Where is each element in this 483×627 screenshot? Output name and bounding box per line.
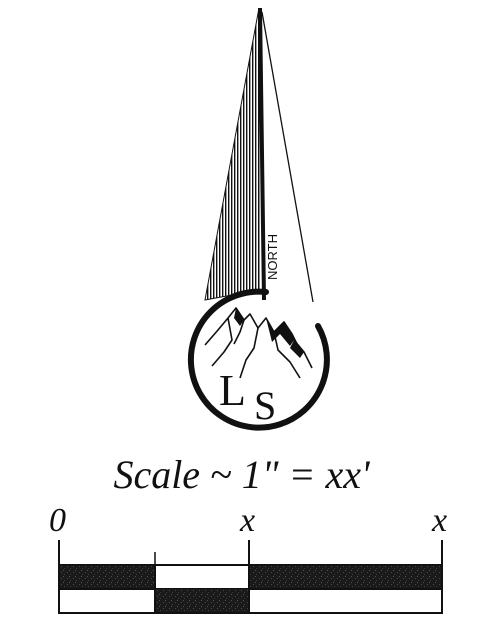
emblem-letter-s: S	[254, 383, 276, 428]
north-label: NORTH	[265, 234, 280, 280]
scale-segment-top-3	[249, 565, 442, 589]
north-arrow-left-half	[204, 7, 260, 301]
scale-label-x-mid: x	[240, 502, 256, 539]
north-arrow-right-edge	[261, 11, 314, 303]
scale-bar	[58, 540, 443, 614]
scale-title: Scale ~ 1" = xx'	[113, 452, 370, 497]
scale-segment-bottom-3	[248, 588, 443, 614]
scale-segment-bottom-1	[58, 588, 156, 614]
scale-segment-top-1	[59, 565, 155, 589]
emblem-ring	[187, 288, 330, 431]
scale-label-x-end: x	[432, 502, 448, 539]
north-arrow-spine	[258, 8, 266, 300]
scale-segment-top-2	[154, 564, 250, 590]
emblem-letter-l: L	[219, 366, 246, 415]
scale-label-zero: 0	[49, 502, 66, 539]
mountain-shading	[234, 308, 304, 358]
scale-segment-bottom-2	[155, 589, 249, 613]
